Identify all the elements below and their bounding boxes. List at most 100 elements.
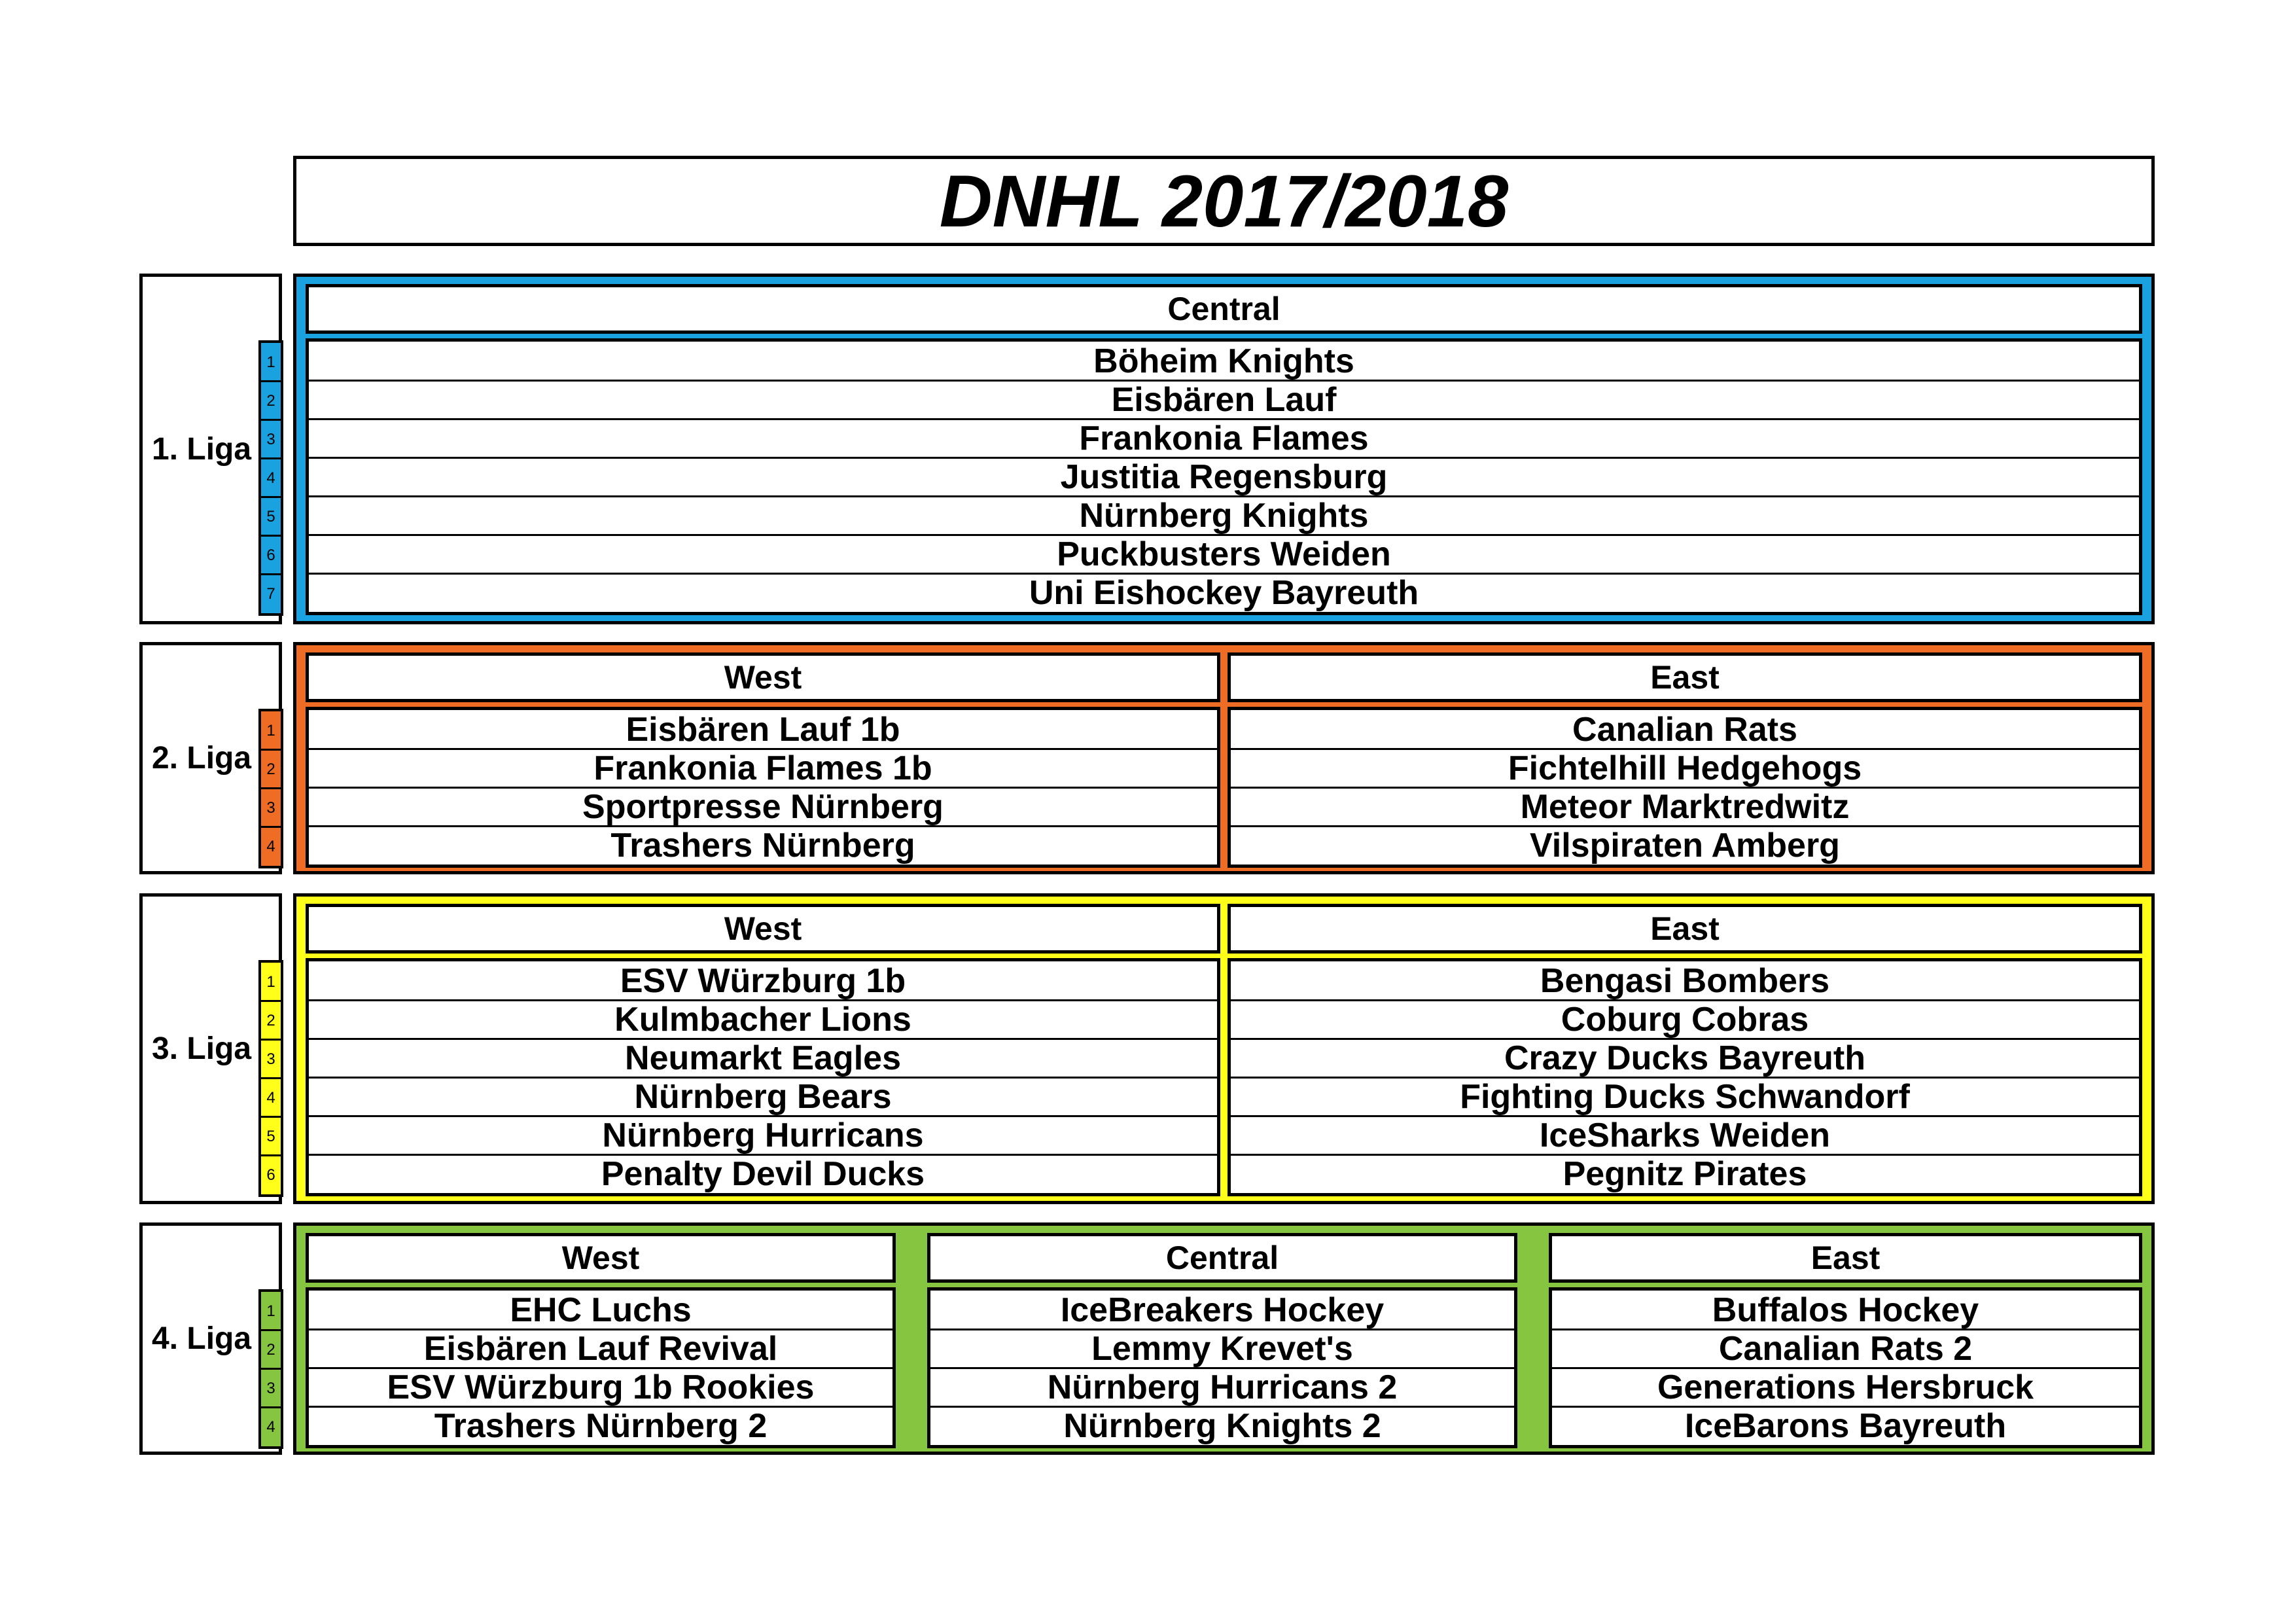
rank-divider: [261, 419, 281, 421]
rank-number: 2: [266, 1340, 275, 1359]
rank-number: 7: [266, 584, 275, 603]
league-label: 1. Liga: [139, 274, 282, 624]
rank-number: 6: [266, 546, 275, 564]
row-divider: [309, 1077, 1217, 1079]
team-name: IceBarons Bayreuth: [1684, 1406, 2007, 1445]
team-name: Frankonia Flames 1b: [593, 749, 932, 787]
team-name: Trashers Nürnberg: [610, 826, 915, 865]
row-divider: [930, 1367, 1514, 1369]
team-name: ESV Würzburg 1b: [620, 961, 906, 1000]
team-name: Eisbären Lauf 1b: [626, 710, 900, 749]
team-name: Vilspiraten Amberg: [1530, 826, 1840, 865]
team-name: Justitia Regensburg: [1060, 457, 1388, 496]
division-header: Central: [306, 284, 2142, 334]
row-divider: [1231, 748, 2139, 750]
team-name: Penalty Devil Ducks: [601, 1154, 925, 1193]
rank-divider: [261, 1116, 281, 1118]
rank-column: 1 2 3 4: [258, 709, 283, 868]
team-name: Uni Eishockey Bayreuth: [1029, 573, 1419, 612]
rank-number: 1: [266, 972, 275, 991]
row-divider: [1552, 1329, 2139, 1330]
rank-number: 1: [266, 1302, 275, 1320]
row-divider: [309, 1038, 1217, 1040]
division-header: East: [1227, 904, 2142, 954]
rank-divider: [261, 380, 281, 382]
team-name: Nürnberg Bears: [634, 1077, 892, 1116]
team-name: Meteor Marktredwitz: [1520, 787, 1850, 826]
team-name: Kulmbacher Lions: [614, 1000, 911, 1039]
row-divider: [309, 1406, 892, 1408]
row-divider: [1231, 1038, 2139, 1040]
rank-number: 2: [266, 391, 275, 410]
division-header: East: [1549, 1233, 2142, 1283]
team-name: Nürnberg Knights: [1079, 496, 1369, 535]
row-divider: [309, 495, 2139, 497]
row-divider: [930, 1329, 1514, 1330]
team-name: Generations Hersbruck: [1657, 1368, 2034, 1406]
rank-number: 2: [266, 760, 275, 778]
rank-number: 3: [266, 798, 275, 817]
rank-divider: [261, 535, 281, 537]
team-name: Lemmy Krevet's: [1091, 1329, 1353, 1368]
row-divider: [309, 1154, 1217, 1156]
rank-number: 4: [266, 469, 275, 487]
row-divider: [1231, 1077, 2139, 1079]
row-divider: [309, 380, 2139, 382]
rank-number: 2: [266, 1011, 275, 1029]
rank-divider: [261, 749, 281, 751]
division-header: West: [306, 904, 1220, 954]
row-divider: [309, 573, 2139, 575]
team-name: Fichtelhill Hedgehogs: [1508, 749, 1862, 787]
row-divider: [309, 1115, 1217, 1117]
row-divider: [1231, 1115, 2139, 1117]
rank-number: 6: [266, 1166, 275, 1184]
rank-divider: [261, 1039, 281, 1041]
rank-divider: [261, 1000, 281, 1002]
row-divider: [1552, 1406, 2139, 1408]
team-name: Eisbären Lauf Revival: [423, 1329, 778, 1368]
row-divider: [309, 418, 2139, 420]
row-divider: [1231, 787, 2139, 789]
row-divider: [1231, 999, 2139, 1001]
team-name: Trashers Nürnberg 2: [434, 1406, 768, 1445]
team-name: Bengasi Bombers: [1540, 961, 1830, 1000]
row-divider: [930, 1406, 1514, 1408]
rank-number: 3: [266, 430, 275, 448]
rank-number: 3: [266, 1379, 275, 1397]
row-divider: [309, 534, 2139, 536]
team-name: ESV Würzburg 1b Rookies: [387, 1368, 815, 1406]
division-header: East: [1227, 652, 2142, 702]
rank-number: 3: [266, 1050, 275, 1068]
team-name: IceSharks Weiden: [1539, 1116, 1831, 1154]
rank-divider: [261, 457, 281, 459]
row-divider: [309, 1367, 892, 1369]
page-title: DNHL 2017/2018: [293, 156, 2155, 246]
team-name: Pegnitz Pirates: [1563, 1154, 1807, 1193]
rank-number: 4: [266, 837, 275, 855]
row-divider: [309, 999, 1217, 1001]
team-name: Neumarkt Eagles: [625, 1039, 901, 1077]
rank-divider: [261, 787, 281, 789]
row-divider: [309, 825, 1217, 827]
league-label: 2. Liga: [139, 642, 282, 874]
team-name: Buffalos Hockey: [1712, 1291, 1979, 1329]
row-divider: [309, 787, 1217, 789]
team-name: Coburg Cobras: [1561, 1000, 1809, 1039]
team-name: Canalian Rats 2: [1718, 1329, 1973, 1368]
rank-number: 5: [266, 1127, 275, 1145]
rank-number: 1: [266, 721, 275, 740]
team-name: Fighting Ducks Schwandorf: [1460, 1077, 1910, 1116]
rank-number: 5: [266, 507, 275, 526]
row-divider: [309, 748, 1217, 750]
team-name: Crazy Ducks Bayreuth: [1504, 1039, 1865, 1077]
team-name: Puckbusters Weiden: [1057, 535, 1391, 573]
